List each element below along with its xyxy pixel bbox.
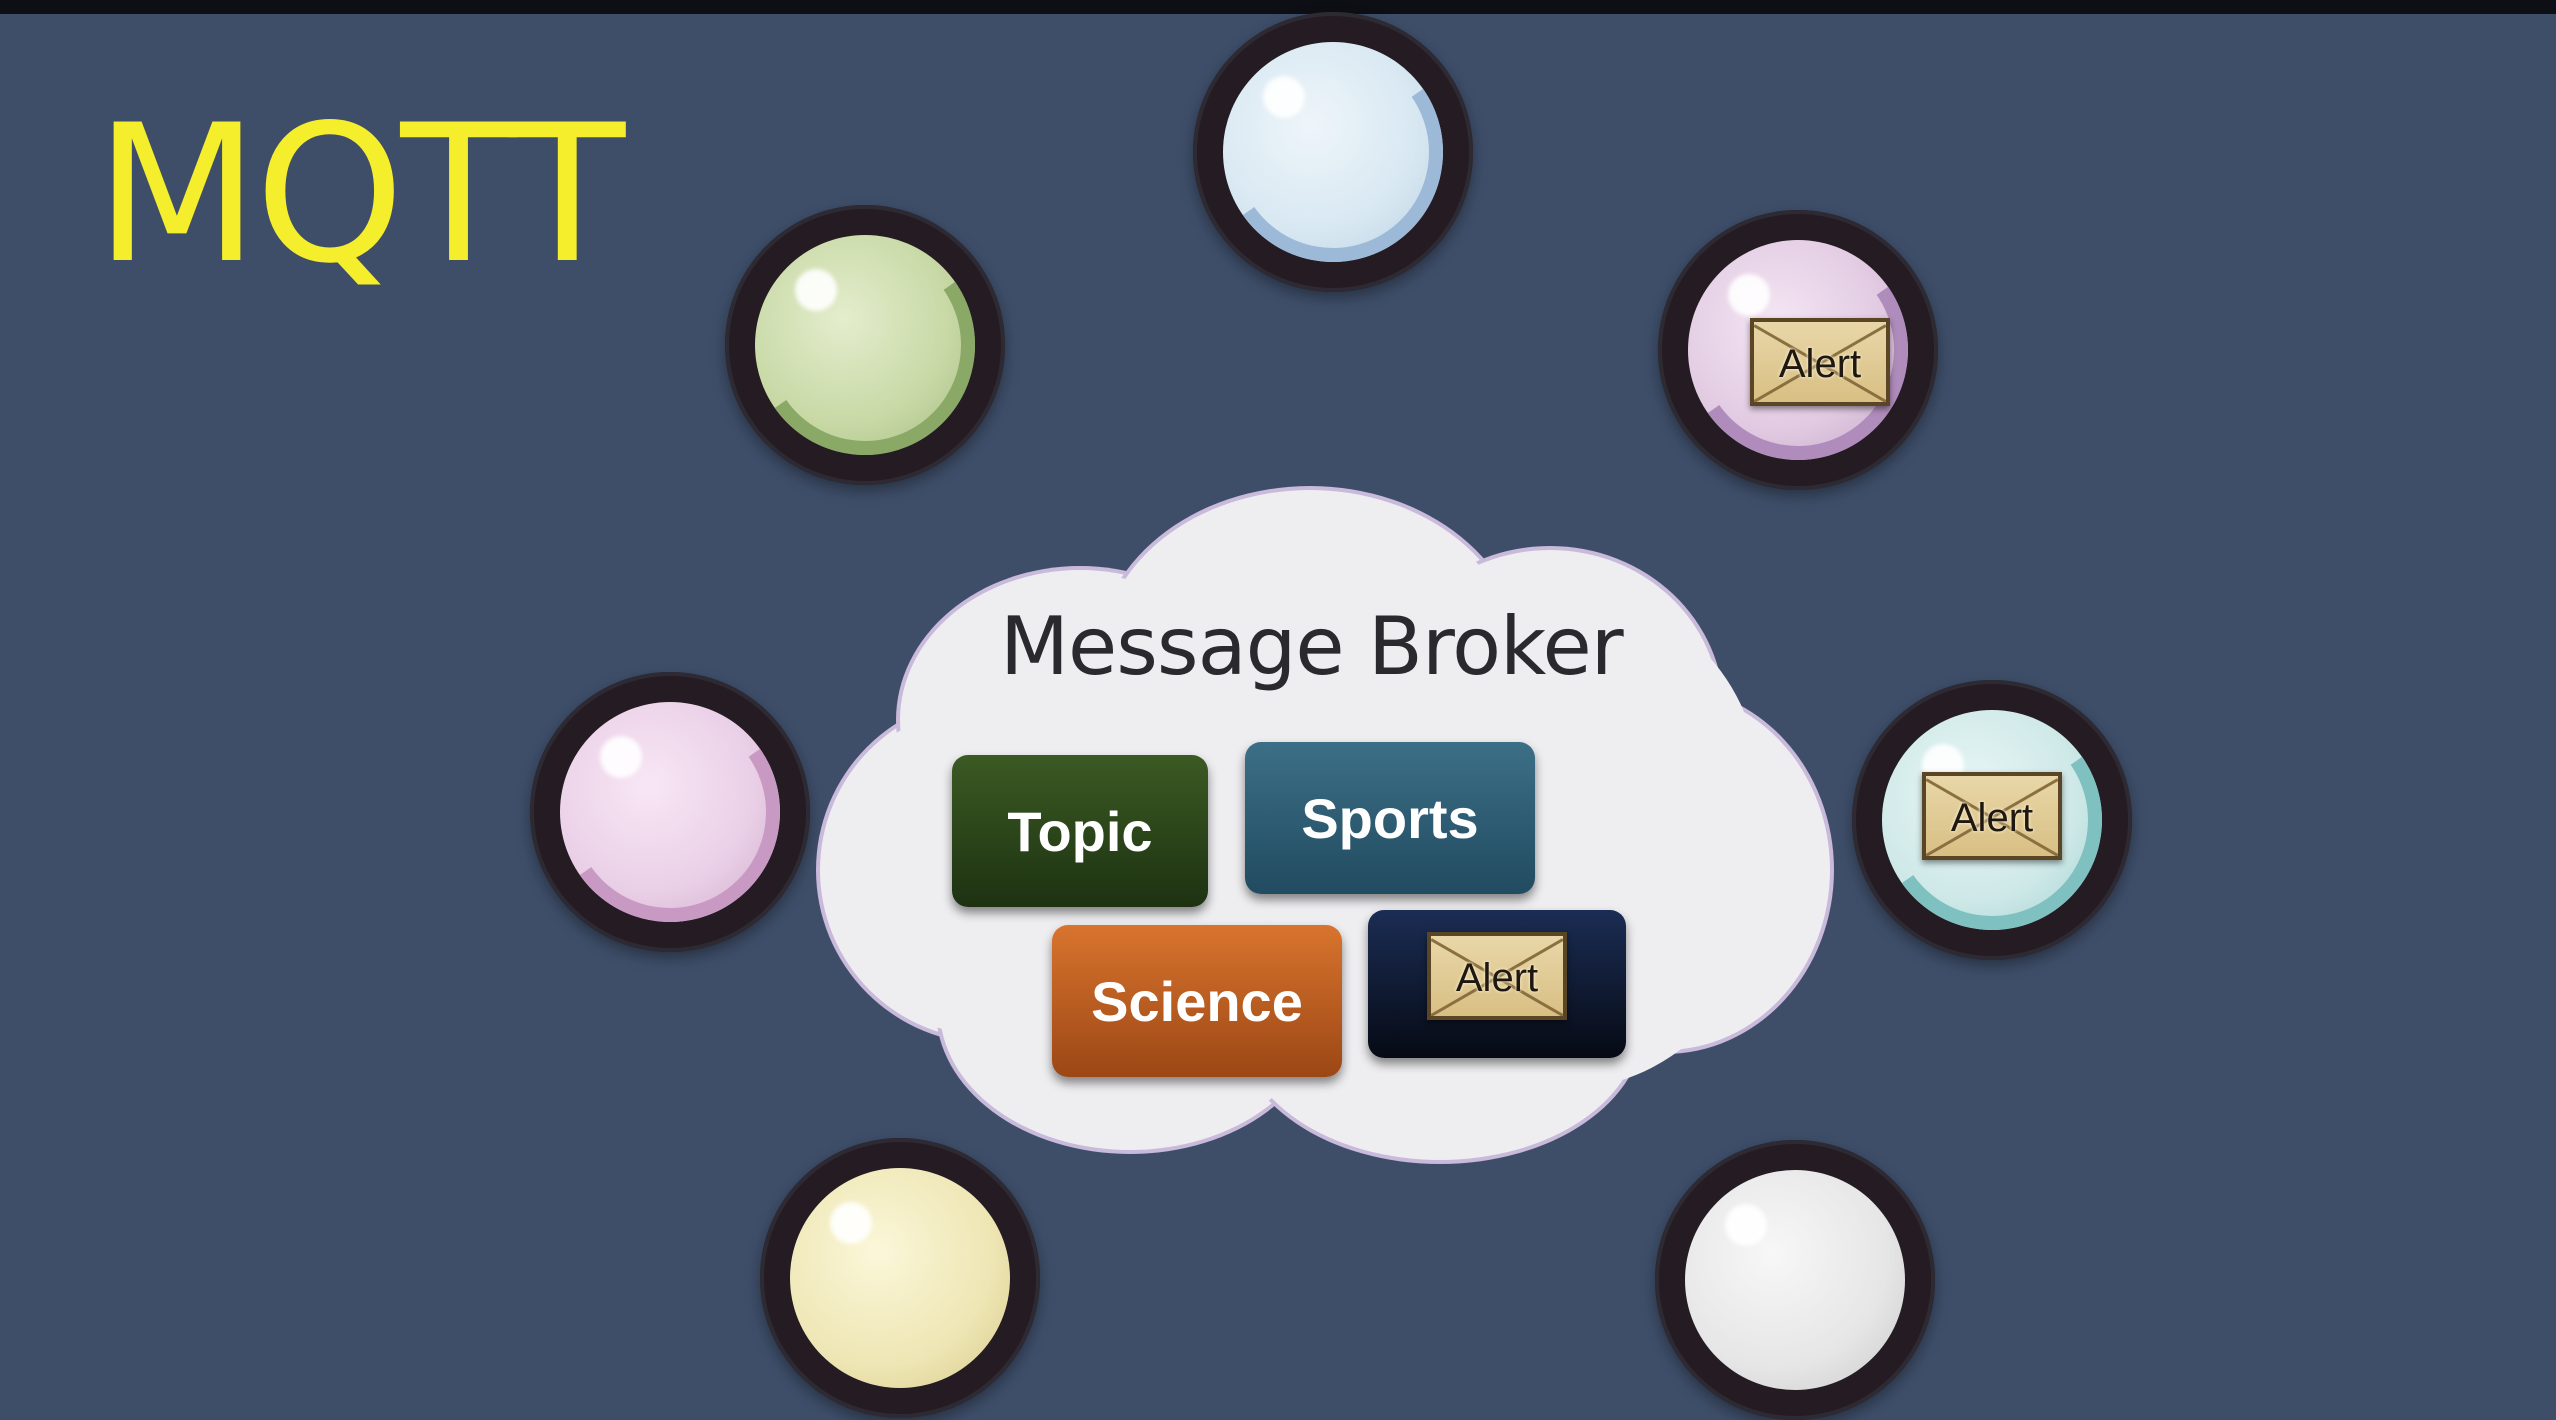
topic-box-topic: Topic xyxy=(952,755,1208,907)
client-node-blue xyxy=(1193,12,1473,292)
top-bar xyxy=(0,0,2556,14)
client-node-lilac: Alert xyxy=(1658,210,1938,490)
client-node-white xyxy=(1655,1140,1935,1420)
topic-box-alert: Alert xyxy=(1368,910,1626,1058)
broker-label: Message Broker xyxy=(1000,600,1624,693)
alert-envelope-icon: Alert xyxy=(1750,318,1890,406)
slide-title: MQTT xyxy=(95,84,625,305)
alert-envelope-icon: Alert xyxy=(1427,932,1567,1020)
topic-box-sports: Sports xyxy=(1245,742,1535,894)
envelope-label: Alert xyxy=(1455,956,1539,1000)
topic-box-science: Science xyxy=(1052,925,1342,1077)
alert-envelope-icon: Alert xyxy=(1922,772,2062,860)
envelope-label: Alert xyxy=(1778,342,1862,386)
client-node-yellow xyxy=(760,1138,1040,1418)
client-node-teal: Alert xyxy=(1852,680,2132,960)
client-node-green xyxy=(725,205,1005,485)
client-node-pink xyxy=(530,672,810,952)
envelope-label: Alert xyxy=(1950,796,2034,840)
